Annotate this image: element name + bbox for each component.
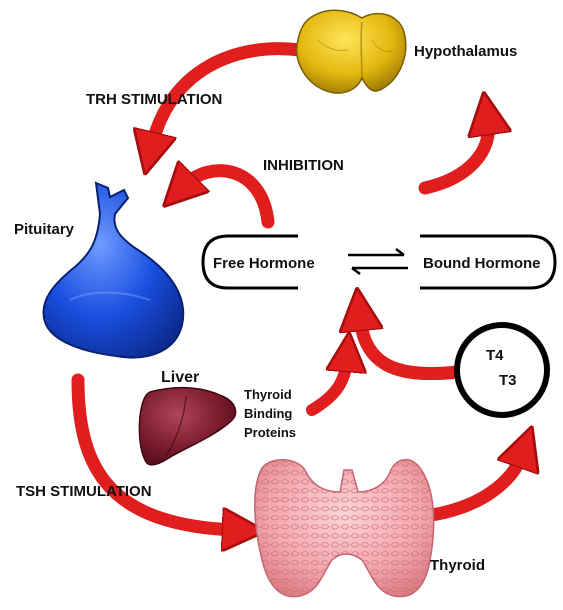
t4-t3-circle xyxy=(457,325,547,415)
thyroid-binding-proteins-line2: Binding xyxy=(244,406,292,421)
inhibition-label: INHIBITION xyxy=(263,157,344,174)
thyroid-label: Thyroid xyxy=(430,557,485,574)
binding-proteins-arrow xyxy=(312,360,347,410)
inhibition-arrow xyxy=(185,171,268,222)
trh-stimulation-label: TRH STIMULATION xyxy=(86,91,222,108)
tsh-stimulation-label: TSH STIMULATION xyxy=(16,483,152,500)
thyroid-output-arrow xyxy=(432,455,522,515)
t3-label: T3 xyxy=(499,372,517,389)
free-hormone-label: Free Hormone xyxy=(213,255,315,272)
hypothalamus-organ-icon xyxy=(297,10,406,93)
hypothalamus-label: Hypothalamus xyxy=(414,43,517,60)
pituitary-label: Pituitary xyxy=(14,221,75,238)
thyroid-gland-icon xyxy=(255,460,434,597)
pituitary-gland-icon xyxy=(43,183,183,358)
t4-label: T4 xyxy=(486,347,504,364)
thyroid-binding-proteins-line3: Proteins xyxy=(244,425,296,440)
liver-organ-icon xyxy=(139,388,235,465)
t4-t3-release-arrow xyxy=(360,318,458,374)
liver-label: Liver xyxy=(161,369,199,386)
reversible-reaction-arrows-icon xyxy=(348,249,408,274)
hypothalamus-feedback-arrow xyxy=(425,122,488,188)
bound-hormone-label: Bound Hormone xyxy=(423,255,541,272)
thyroid-binding-proteins-line1: Thyroid xyxy=(244,387,292,402)
